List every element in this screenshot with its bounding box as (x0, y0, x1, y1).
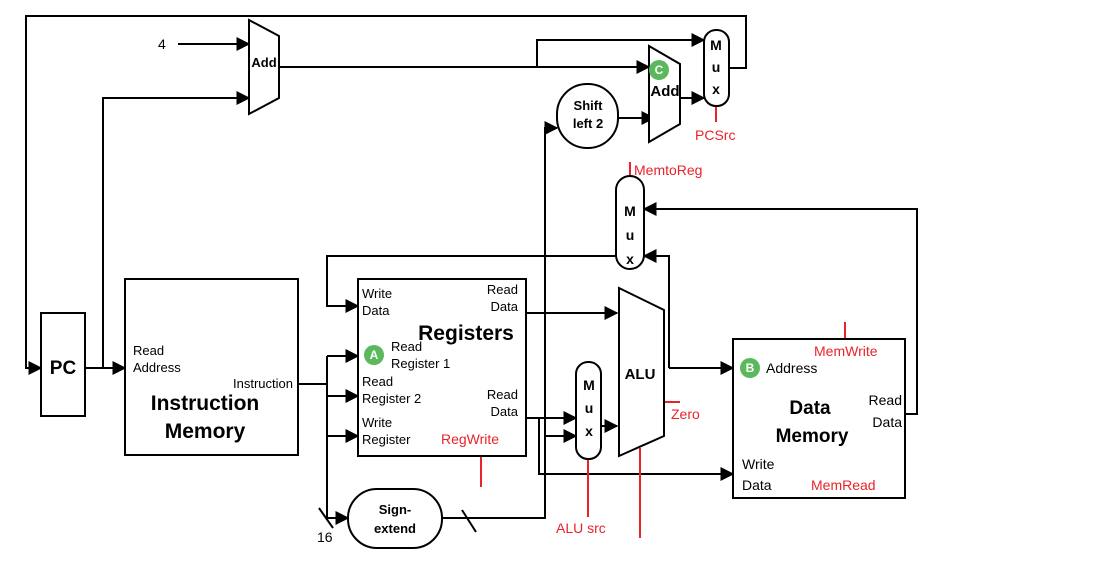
instruction-memory (124, 278, 299, 456)
reg-readreg1-1: Read (391, 339, 422, 354)
dmem-title-2: Memory (776, 426, 849, 447)
data-memory (732, 338, 906, 499)
reg-writereg-2: Register (362, 432, 411, 447)
add-branch-label: Add (650, 83, 679, 100)
mux2-u: u (626, 227, 635, 243)
imem-read-label: Read (133, 343, 164, 358)
memread-label: MemRead (811, 477, 876, 493)
mux1-x: x (712, 81, 720, 97)
memtoreg-label: MemtoReg (634, 162, 702, 178)
reg-writedata-1: Write (362, 286, 392, 301)
mux3-x: x (585, 423, 593, 439)
pcsrc-mux (703, 29, 730, 107)
pc4-to-mux-wire (536, 33, 706, 67)
dmem-writedata-2: Data (742, 477, 772, 493)
pc-register (40, 312, 86, 417)
pc-feedback-wire (25, 15, 747, 375)
reg-readdata2-2: Data (491, 404, 519, 419)
dmem-title-1: Data (789, 398, 831, 419)
zero-label: Zero (671, 406, 700, 422)
badge-c-label: C (655, 63, 664, 77)
badge-a (364, 345, 384, 365)
imem-title-1: Instruction (151, 392, 260, 415)
badge-b-label: B (746, 361, 755, 375)
bus32-slash (461, 509, 477, 533)
mux3-m: M (583, 377, 595, 393)
signext-label-2: extend (374, 521, 416, 536)
dmem-to-memtoreg-wire (642, 202, 918, 415)
pc-to-add-wire (102, 91, 251, 368)
add-top-label: Add (251, 55, 276, 70)
memwrite-label: MemWrite (814, 343, 878, 359)
add-pc4-unit (248, 18, 280, 116)
imem-instruction-label: Instruction (233, 376, 293, 391)
mux2-m: M (624, 203, 636, 219)
mux1-m: M (710, 37, 722, 53)
readdata2-to-dmem-wire (538, 418, 735, 481)
dmem-readdata-1: Read (869, 392, 902, 408)
dmem-address-label: Address (766, 360, 817, 376)
mux3-u: u (585, 400, 594, 416)
reg-readreg1-2: Register 1 (391, 356, 450, 371)
pcsrc-label: PCSrc (695, 127, 735, 143)
alu-to-memtoreg-wire (642, 249, 670, 368)
alu-label: ALU (625, 366, 656, 383)
const4-label: 4 (158, 36, 166, 52)
pc-label: PC (50, 358, 77, 379)
mux1-u: u (712, 59, 721, 75)
reg-writedata-2: Data (362, 303, 390, 318)
memtoreg-mux (615, 175, 645, 270)
imem-title-2: Memory (165, 420, 246, 443)
mux2-x: x (626, 251, 634, 267)
sign-extend-unit (347, 488, 443, 549)
signext-label-1: Sign- (379, 502, 412, 517)
badge-b (740, 358, 760, 378)
reg-readreg2-1: Read (362, 374, 393, 389)
badge-a-label: A (370, 348, 379, 362)
reg-readreg2-2: Register 2 (362, 391, 421, 406)
registers-title: Registers (418, 322, 514, 345)
reg-readdata1-2: Data (491, 299, 519, 314)
imem-address-label: Address (133, 360, 181, 375)
signext-to-shift-wire (442, 121, 559, 519)
shift-left-unit (556, 83, 619, 149)
bits16-label: 16 (317, 529, 333, 545)
writeback-wire (326, 255, 616, 313)
badge-c (649, 60, 669, 80)
bus16-slash (318, 507, 334, 529)
dmem-writedata-1: Write (742, 456, 775, 472)
reg-readdata1-1: Read (487, 282, 518, 297)
alusrc-label: ALU src (556, 520, 606, 536)
regwrite-label: RegWrite (441, 431, 499, 447)
register-file (357, 278, 527, 457)
alusrc-mux (575, 361, 602, 460)
reg-writereg-1: Write (362, 415, 392, 430)
shift-label-1: Shift (574, 98, 604, 113)
reg-readdata2-1: Read (487, 387, 518, 402)
shift-label-2: left 2 (573, 116, 603, 131)
dmem-readdata-2: Data (872, 414, 902, 430)
alu-unit (618, 286, 665, 458)
